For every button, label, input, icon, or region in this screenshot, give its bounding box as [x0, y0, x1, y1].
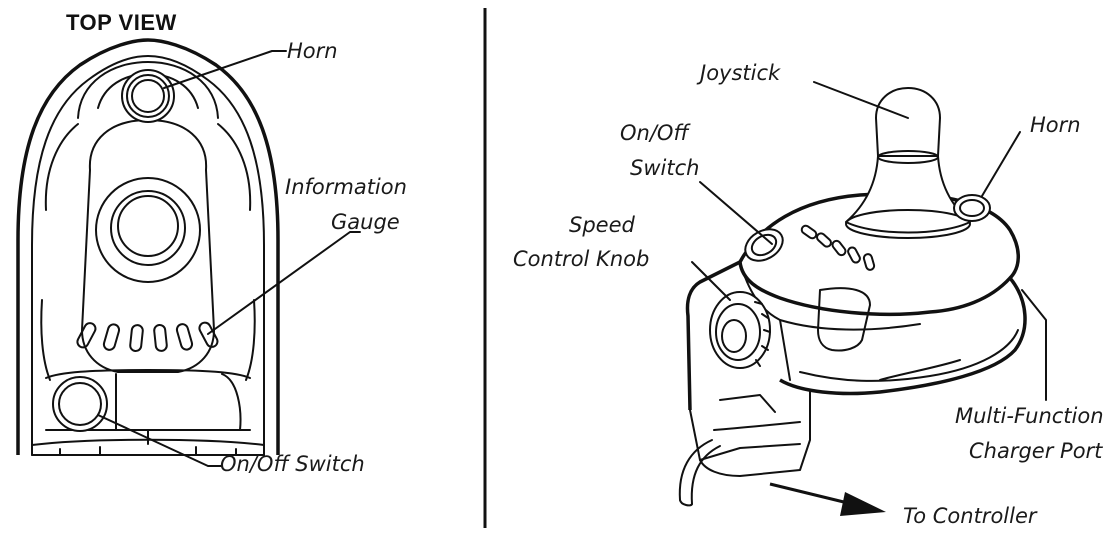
- information-gauge-label-line2: Gauge: [331, 210, 400, 234]
- to-controller-label: To Controller: [903, 504, 1038, 528]
- angled-speed-control-knob[interactable]: [710, 292, 770, 368]
- joystick-label: Joystick: [696, 61, 781, 85]
- angled-horn-label: Horn: [1030, 113, 1081, 137]
- on-off-switch-label-line1: On/Off: [620, 121, 691, 145]
- top-horn-button[interactable]: [122, 70, 174, 122]
- top-on-off-switch[interactable]: [53, 377, 107, 431]
- angled-horn-button[interactable]: [954, 195, 990, 221]
- top-view-panel: TOP VIEW: [18, 10, 407, 476]
- information-gauge-label-line1: Information: [285, 175, 407, 199]
- to-controller-arrow: [770, 484, 886, 516]
- top-on-off-switch-label: On/Off Switch: [220, 452, 365, 476]
- angled-joystick[interactable]: [846, 88, 970, 238]
- angled-view-panel: Joystick On/Off Switch Horn Speed Contro…: [513, 61, 1104, 528]
- multi-function-charger-port-label-line1: Multi-Function: [955, 404, 1104, 428]
- top-horn-label: Horn: [287, 39, 338, 63]
- multi-function-charger-port-label-line2: Charger Port: [969, 439, 1103, 463]
- on-off-switch-label-line2: Switch: [630, 156, 699, 180]
- top-joystick[interactable]: [96, 178, 200, 282]
- speed-control-knob-label-line1: Speed: [569, 213, 636, 237]
- angled-on-off-switch[interactable]: [740, 223, 789, 267]
- angled-information-gauge: [800, 224, 875, 271]
- top-view-title: TOP VIEW: [66, 10, 177, 35]
- speed-control-knob-label-line2: Control Knob: [513, 247, 649, 271]
- top-information-gauge: [75, 321, 219, 352]
